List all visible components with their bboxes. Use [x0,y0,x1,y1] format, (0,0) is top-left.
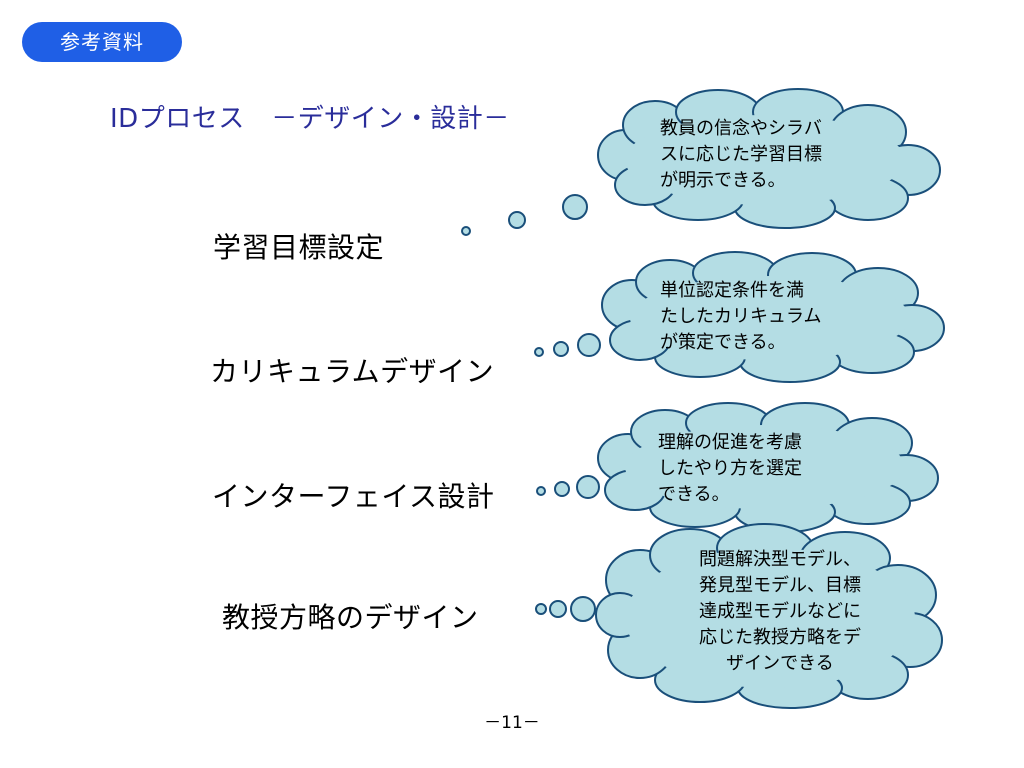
thought-bubble-medium [553,341,569,357]
topic-instructional-strategy: 教授方略のデザイン [222,601,479,634]
thought-bubble-small [535,603,547,615]
thought-bubble-large [562,194,588,220]
thought-bubble-medium [549,600,567,618]
thought-bubble-small [536,486,546,496]
thought-bubble-small [534,347,544,357]
cloud-text-instructional-strategy: 問題解決型モデル、 発見型モデル、目標 達成型モデルなどに 応じた教授方略をデ … [699,549,861,674]
topic-curriculum-design: カリキュラムデザイン [210,355,495,388]
thought-bubble-small [461,226,471,236]
cloud-fill-3 [625,425,905,509]
thought-bubble-large [570,596,596,622]
page-number: －11－ [484,713,540,733]
thought-bubble-large [576,475,600,499]
thought-bubble-medium [508,211,526,229]
cloud-fill-1 [625,115,905,205]
cloud-fill-2 [630,276,910,360]
reference-badge: 参考資料 [22,22,182,62]
topic-interface-design: インターフェイス設計 [212,480,495,513]
cloud-text-curriculum-design: 単位認定条件を満 たしたカリキュラム が策定できる。 [660,280,822,353]
topic-learning-goal: 学習目標設定 [213,231,385,264]
slide-title: IDプロセス －デザイン・設計－ [110,104,510,134]
thought-bubble-medium [554,481,570,497]
cloud-text-interface-design: 理解の促進を考慮 したやり方を選定 できる。 [658,432,802,505]
cloud-text-learning-goal: 教員の信念やシラバ スに応じた学習目標 が明示できる。 [660,118,822,191]
cloud-fill-4 [625,548,915,688]
thought-bubble-large [577,333,601,357]
